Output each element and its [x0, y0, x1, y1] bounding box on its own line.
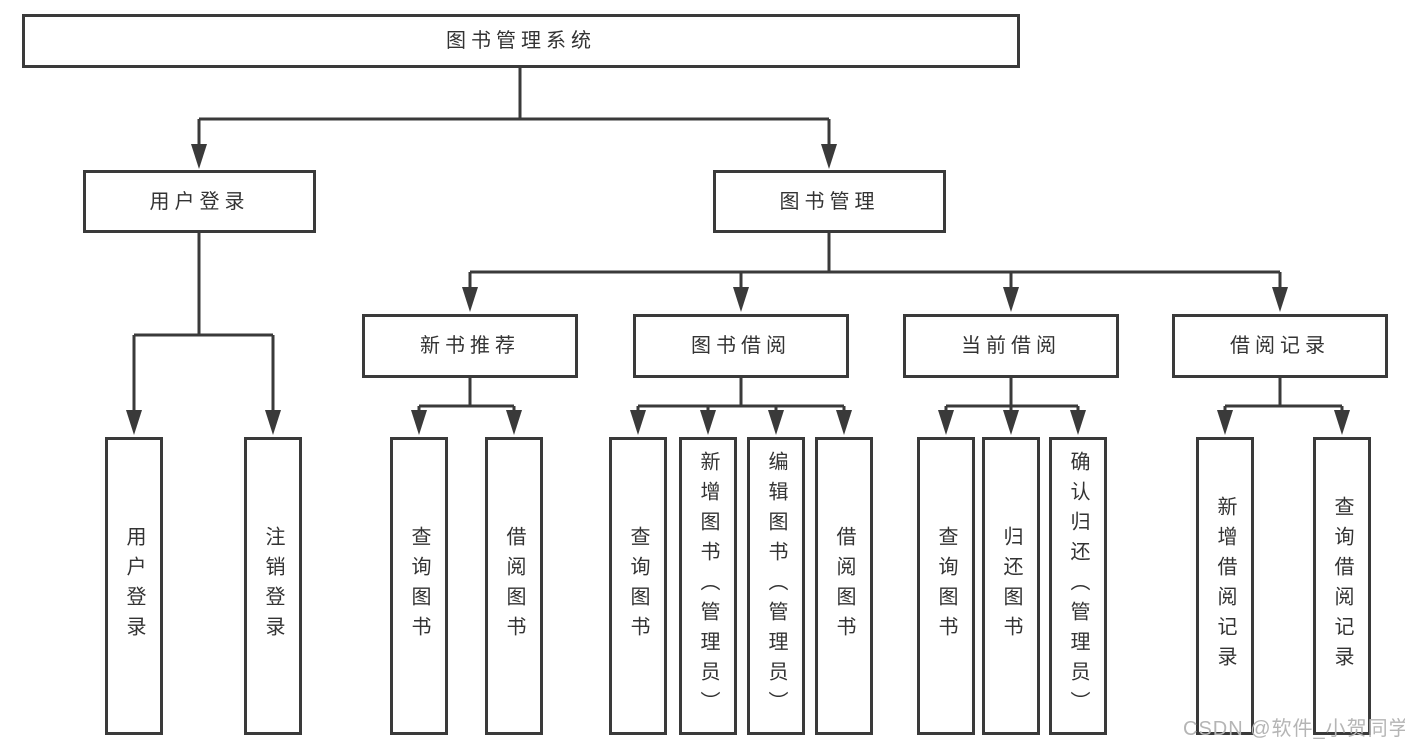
leaf-logout: 注销登录: [244, 437, 302, 735]
node-label: 图书管理系统: [446, 30, 596, 52]
leaf-return-books: 归还图书: [982, 437, 1040, 735]
leaf-query-borrow-record: 查询借阅记录: [1313, 437, 1371, 735]
node-root-system: 图书管理系统: [22, 14, 1020, 68]
leaf-confirm-return-admin: 确认归还（管理员）: [1049, 437, 1107, 735]
arrow-down-icon: [191, 144, 207, 169]
node-label: 归还图书: [1000, 526, 1022, 646]
node-label: 查询图书: [627, 526, 649, 646]
arrow-down-icon: [462, 287, 478, 312]
node-label: 图书管理: [779, 190, 880, 213]
connector-new-book-branch: [411, 378, 522, 435]
arrow-down-icon: [1003, 287, 1019, 312]
arrow-down-icon: [821, 144, 837, 169]
arrow-down-icon: [265, 410, 281, 435]
node-label: 用户登录: [149, 190, 250, 213]
node-label: 查询图书: [408, 526, 430, 646]
arrow-down-icon: [1070, 410, 1086, 435]
arrow-down-icon: [126, 410, 142, 435]
node-book-management: 图书管理: [713, 170, 946, 233]
leaf-borrow-books-1: 借阅图书: [485, 437, 543, 735]
connector-book-borrow-branch: [630, 378, 852, 435]
arrow-down-icon: [411, 410, 427, 435]
connector-book-mgmt-branch: [462, 233, 1288, 312]
arrow-down-icon: [700, 410, 716, 435]
node-label: 查询借阅记录: [1331, 496, 1353, 676]
arrow-down-icon: [506, 410, 522, 435]
node-label: 确认归还（管理员）: [1067, 451, 1089, 721]
leaf-query-books-1: 查询图书: [390, 437, 448, 735]
arrow-down-icon: [1217, 410, 1233, 435]
node-user-login: 用户登录: [83, 170, 316, 233]
node-label: 图书借阅: [691, 335, 791, 357]
node-current-borrowing: 当前借阅: [903, 314, 1119, 378]
node-borrowing-records: 借阅记录: [1172, 314, 1388, 378]
connector-borrow-record-branch: [1217, 378, 1350, 435]
node-label: 编辑图书（管理员）: [765, 451, 787, 721]
arrow-down-icon: [733, 287, 749, 312]
node-book-borrowing: 图书借阅: [633, 314, 849, 378]
leaf-edit-books-admin: 编辑图书（管理员）: [747, 437, 805, 735]
leaf-query-books-3: 查询图书: [917, 437, 975, 735]
csdn-watermark: CSDN @软件_小贺同学: [1183, 718, 1405, 740]
arrow-down-icon: [836, 410, 852, 435]
leaf-borrow-books-2: 借阅图书: [815, 437, 873, 735]
node-label: 借阅记录: [1230, 335, 1330, 357]
arrow-down-icon: [1003, 410, 1019, 435]
leaf-add-books-admin: 新增图书（管理员）: [679, 437, 737, 735]
leaf-query-books-2: 查询图书: [609, 437, 667, 735]
node-label: 新书推荐: [420, 335, 520, 357]
leaf-user-login: 用户登录: [105, 437, 163, 735]
arrow-down-icon: [1334, 410, 1350, 435]
node-label: 借阅图书: [503, 526, 525, 646]
arrow-down-icon: [630, 410, 646, 435]
node-label: 当前借阅: [961, 335, 1061, 357]
arrow-down-icon: [938, 410, 954, 435]
node-label: 注销登录: [262, 526, 284, 646]
node-new-book-recommend: 新书推荐: [362, 314, 578, 378]
node-label: 新增图书（管理员）: [697, 451, 719, 721]
arrow-down-icon: [768, 410, 784, 435]
connector-root-to-level2: [191, 68, 837, 169]
leaf-add-borrow-record: 新增借阅记录: [1196, 437, 1254, 735]
connector-user-login-branch: [126, 233, 281, 435]
node-label: 用户登录: [123, 526, 145, 646]
node-label: 借阅图书: [833, 526, 855, 646]
connector-current-borrow-branch: [938, 378, 1086, 435]
node-label: 新增借阅记录: [1214, 496, 1236, 676]
node-label: 查询图书: [935, 526, 957, 646]
arrow-down-icon: [1272, 287, 1288, 312]
